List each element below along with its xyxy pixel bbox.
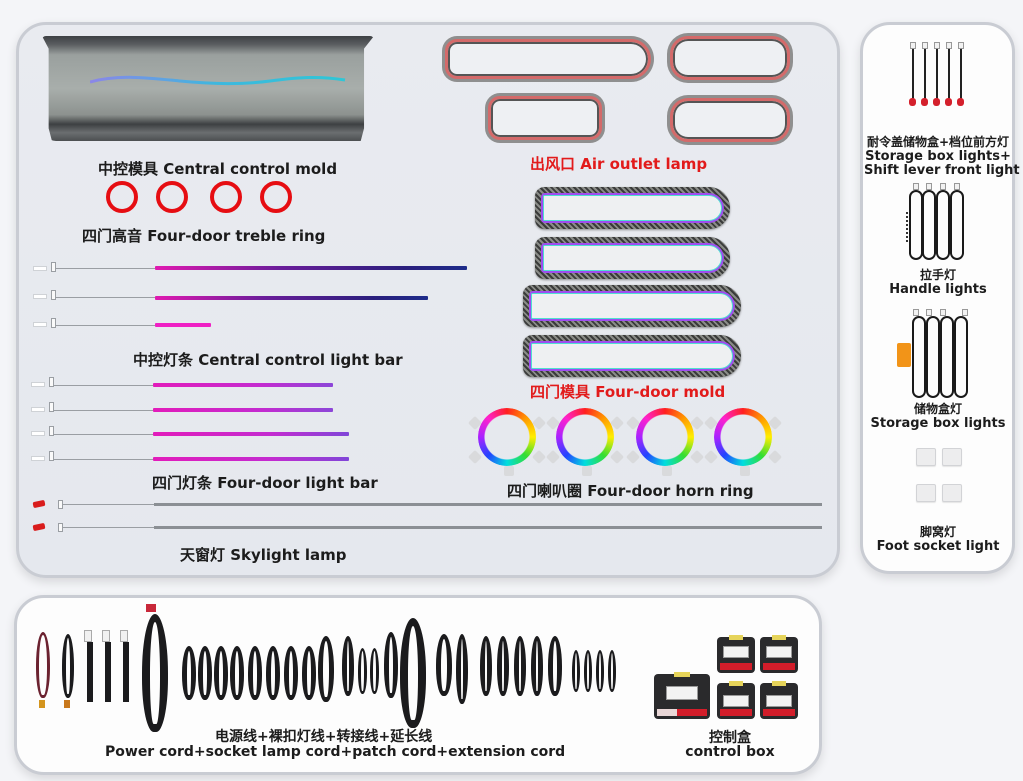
control-box-2	[760, 635, 798, 673]
treble-ring-2	[156, 181, 188, 213]
storage-shift-label-cn: 耐令盖储物盒+档位前方灯	[866, 135, 1010, 149]
air-outlet-label: 出风口 Air outlet lamp	[530, 155, 708, 173]
treble-ring-3	[210, 181, 242, 213]
control-box-3	[717, 681, 755, 719]
central-control-mold-label: 中控模具 Central control mold	[98, 160, 338, 178]
foot-socket-label-en: Foot socket light	[876, 539, 1000, 554]
storage-box-label-en: Storage box lights	[870, 416, 1006, 431]
air-outlet-vent-3	[488, 96, 602, 140]
treble-ring-1	[106, 181, 138, 213]
door-mold-3	[523, 285, 741, 327]
central-control-mold-image	[42, 36, 374, 141]
door-mold-1	[535, 187, 730, 229]
treble-ring-label: 四门高音 Four-door treble ring	[82, 227, 326, 245]
mold-light-strip	[90, 75, 346, 86]
control-box-4	[760, 681, 798, 719]
handle-light-label-cn: 拉手灯	[919, 268, 956, 282]
control-box-label-cn: 控制盒	[709, 730, 751, 746]
control-box-1	[717, 635, 755, 673]
side-components-panel	[860, 22, 1015, 574]
storage-shift-label-en1: Storage box lights+	[865, 149, 1011, 164]
cords-label-cn: 电源线+裸扣灯线+转接线+延长线	[215, 729, 433, 745]
skylight-label: 天窗灯 Skylight lamp	[180, 546, 347, 564]
control-box-label-en: control box	[685, 744, 775, 760]
door-mold-2	[535, 237, 730, 279]
handle-light-label-en: Handle lights	[889, 282, 987, 297]
door-mold-label: 四门模具 Four-door mold	[530, 383, 726, 401]
door-mold-4	[523, 335, 741, 377]
storage-shift-label-en2: Shift lever front light	[864, 163, 1020, 178]
cords-label-en: Power cord+socket lamp cord+patch cord+e…	[105, 744, 566, 760]
central-light-bar-label: 中控灯条 Central control light bar	[133, 351, 403, 369]
air-outlet-vent-2	[670, 36, 790, 80]
air-outlet-vent-4	[670, 98, 790, 142]
horn-ring-label: 四门喇叭圈 Four-door horn ring	[507, 482, 754, 500]
door-light-bar-label: 四门灯条 Four-door light bar	[152, 474, 378, 492]
foot-socket-label-cn: 脚窝灯	[919, 525, 956, 539]
treble-ring-4	[260, 181, 292, 213]
control-box-main	[654, 672, 710, 719]
storage-box-label-cn: 储物盒灯	[913, 402, 962, 416]
air-outlet-vent-1	[445, 39, 651, 79]
